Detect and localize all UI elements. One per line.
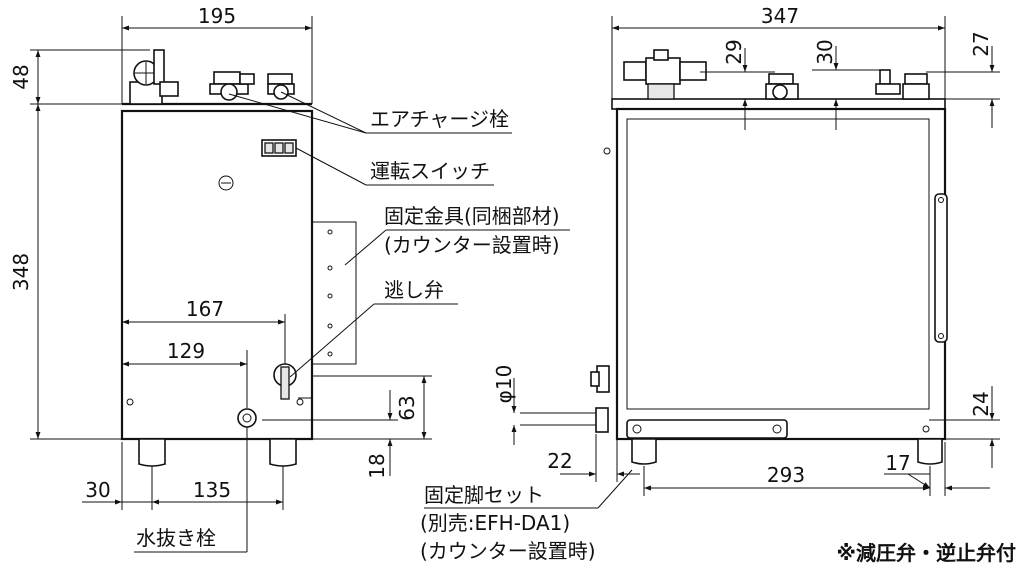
dim-foot-side-offset: 30 — [85, 478, 110, 502]
label-air-charge-plug: エアチャージ栓 — [370, 107, 509, 131]
dim-front-width: 347 — [761, 4, 799, 28]
label-foot-set-line2: (別売:EFH-DA1) — [420, 511, 570, 535]
side-top-fittings — [129, 49, 295, 105]
side-dimensions: 195 48 348 167 129 63 18 — [9, 4, 432, 510]
front-view — [520, 49, 948, 465]
dim-side-body-height: 348 — [9, 253, 33, 291]
front-body — [615, 107, 947, 441]
front-leg-right — [917, 438, 943, 465]
dim-pipe-height: 24 — [969, 391, 993, 416]
front-side-handle — [934, 193, 948, 343]
front-leg-left — [631, 438, 657, 465]
label-bracket-line1: 固定金具(同梱部材) — [384, 204, 560, 228]
dim-fitting-height-3: 27 — [969, 31, 993, 56]
label-relief-valve: 逃し弁 — [384, 278, 444, 302]
footnote: ※減圧弁・逆止弁付 — [837, 541, 1016, 565]
dim-side-width: 195 — [198, 4, 236, 28]
label-foot-set-line1: 固定脚セット — [424, 483, 544, 507]
dim-foot-spacing: 135 — [193, 478, 231, 502]
side-labels: エアチャージ栓 運転スイッチ 固定金具(同梱部材) (カウンター設置時) 逃し弁… — [134, 91, 570, 553]
front-knob-icon — [218, 175, 234, 191]
label-foot-set-line3: (カウンター設置時) — [420, 539, 596, 563]
relief-valve[interactable] — [273, 363, 312, 400]
dim-pipe-diameter: φ10 — [492, 365, 516, 404]
side-leg-left — [138, 438, 166, 467]
dim-foot-height: 18 — [365, 453, 389, 478]
dim-foot-front-offset: 22 — [547, 449, 572, 473]
front-top-fittings — [623, 49, 930, 100]
side-leg-right — [269, 438, 297, 467]
dim-handle-offset: 167 — [186, 297, 224, 321]
side-view — [120, 49, 357, 467]
dim-fitting-height-2: 30 — [813, 39, 837, 64]
fixing-bracket — [311, 221, 357, 365]
label-drain-plug: 水抜き栓 — [136, 526, 216, 550]
dim-side-top-height: 48 — [9, 64, 33, 89]
drain-plug[interactable] — [237, 408, 257, 428]
dim-relief-height: 63 — [395, 395, 419, 420]
dim-foot-front-right: 17 — [885, 451, 910, 475]
front-side-pipe — [520, 365, 610, 433]
label-run-switch: 運転スイッチ — [370, 159, 490, 183]
dim-drain-offset: 129 — [167, 339, 205, 363]
front-labels: 固定脚セット (別売:EFH-DA1) (カウンター設置時) ※減圧弁・逆止弁付 — [420, 469, 1016, 565]
dim-foot-front-spacing: 293 — [767, 463, 805, 487]
dim-fitting-height-1: 29 — [722, 39, 746, 64]
front-dimensions: 347 29 30 27 φ10 24 22 — [492, 4, 1000, 496]
label-bracket-line2: (カウンター設置時) — [384, 233, 560, 257]
